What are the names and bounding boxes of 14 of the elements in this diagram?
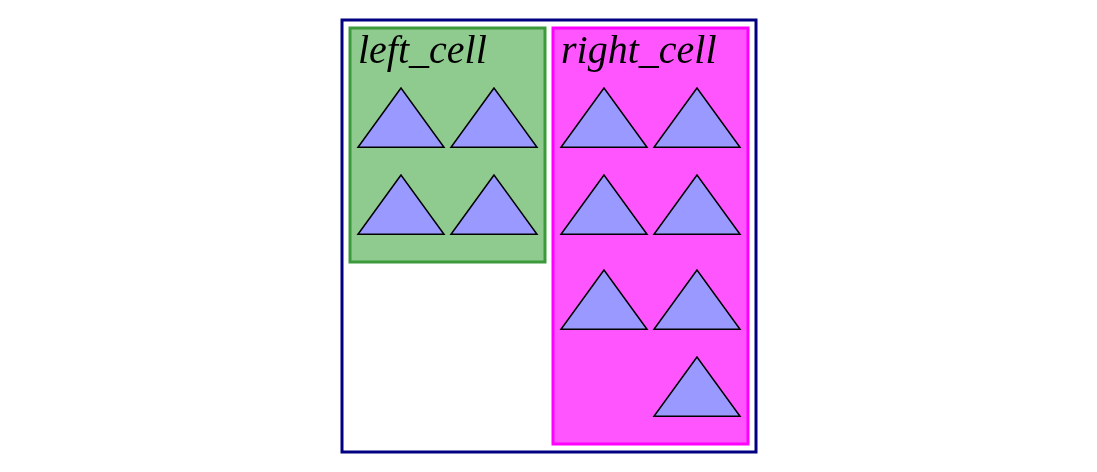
- node-triangle: [652, 173, 741, 235]
- node-triangle: [652, 86, 741, 148]
- cluster: right_cell: [551, 26, 749, 446]
- node-triangle: [652, 355, 741, 417]
- node-triangle: [356, 173, 445, 235]
- node-triangle: [559, 268, 648, 330]
- node-triangle: [449, 86, 538, 148]
- node-triangle: [356, 86, 445, 148]
- node-triangle: [652, 268, 741, 330]
- cluster: left_cell: [348, 26, 546, 264]
- node-triangle: [449, 173, 538, 235]
- cluster: [340, 18, 757, 454]
- node-triangle: [559, 86, 648, 148]
- node-triangle: [559, 173, 648, 235]
